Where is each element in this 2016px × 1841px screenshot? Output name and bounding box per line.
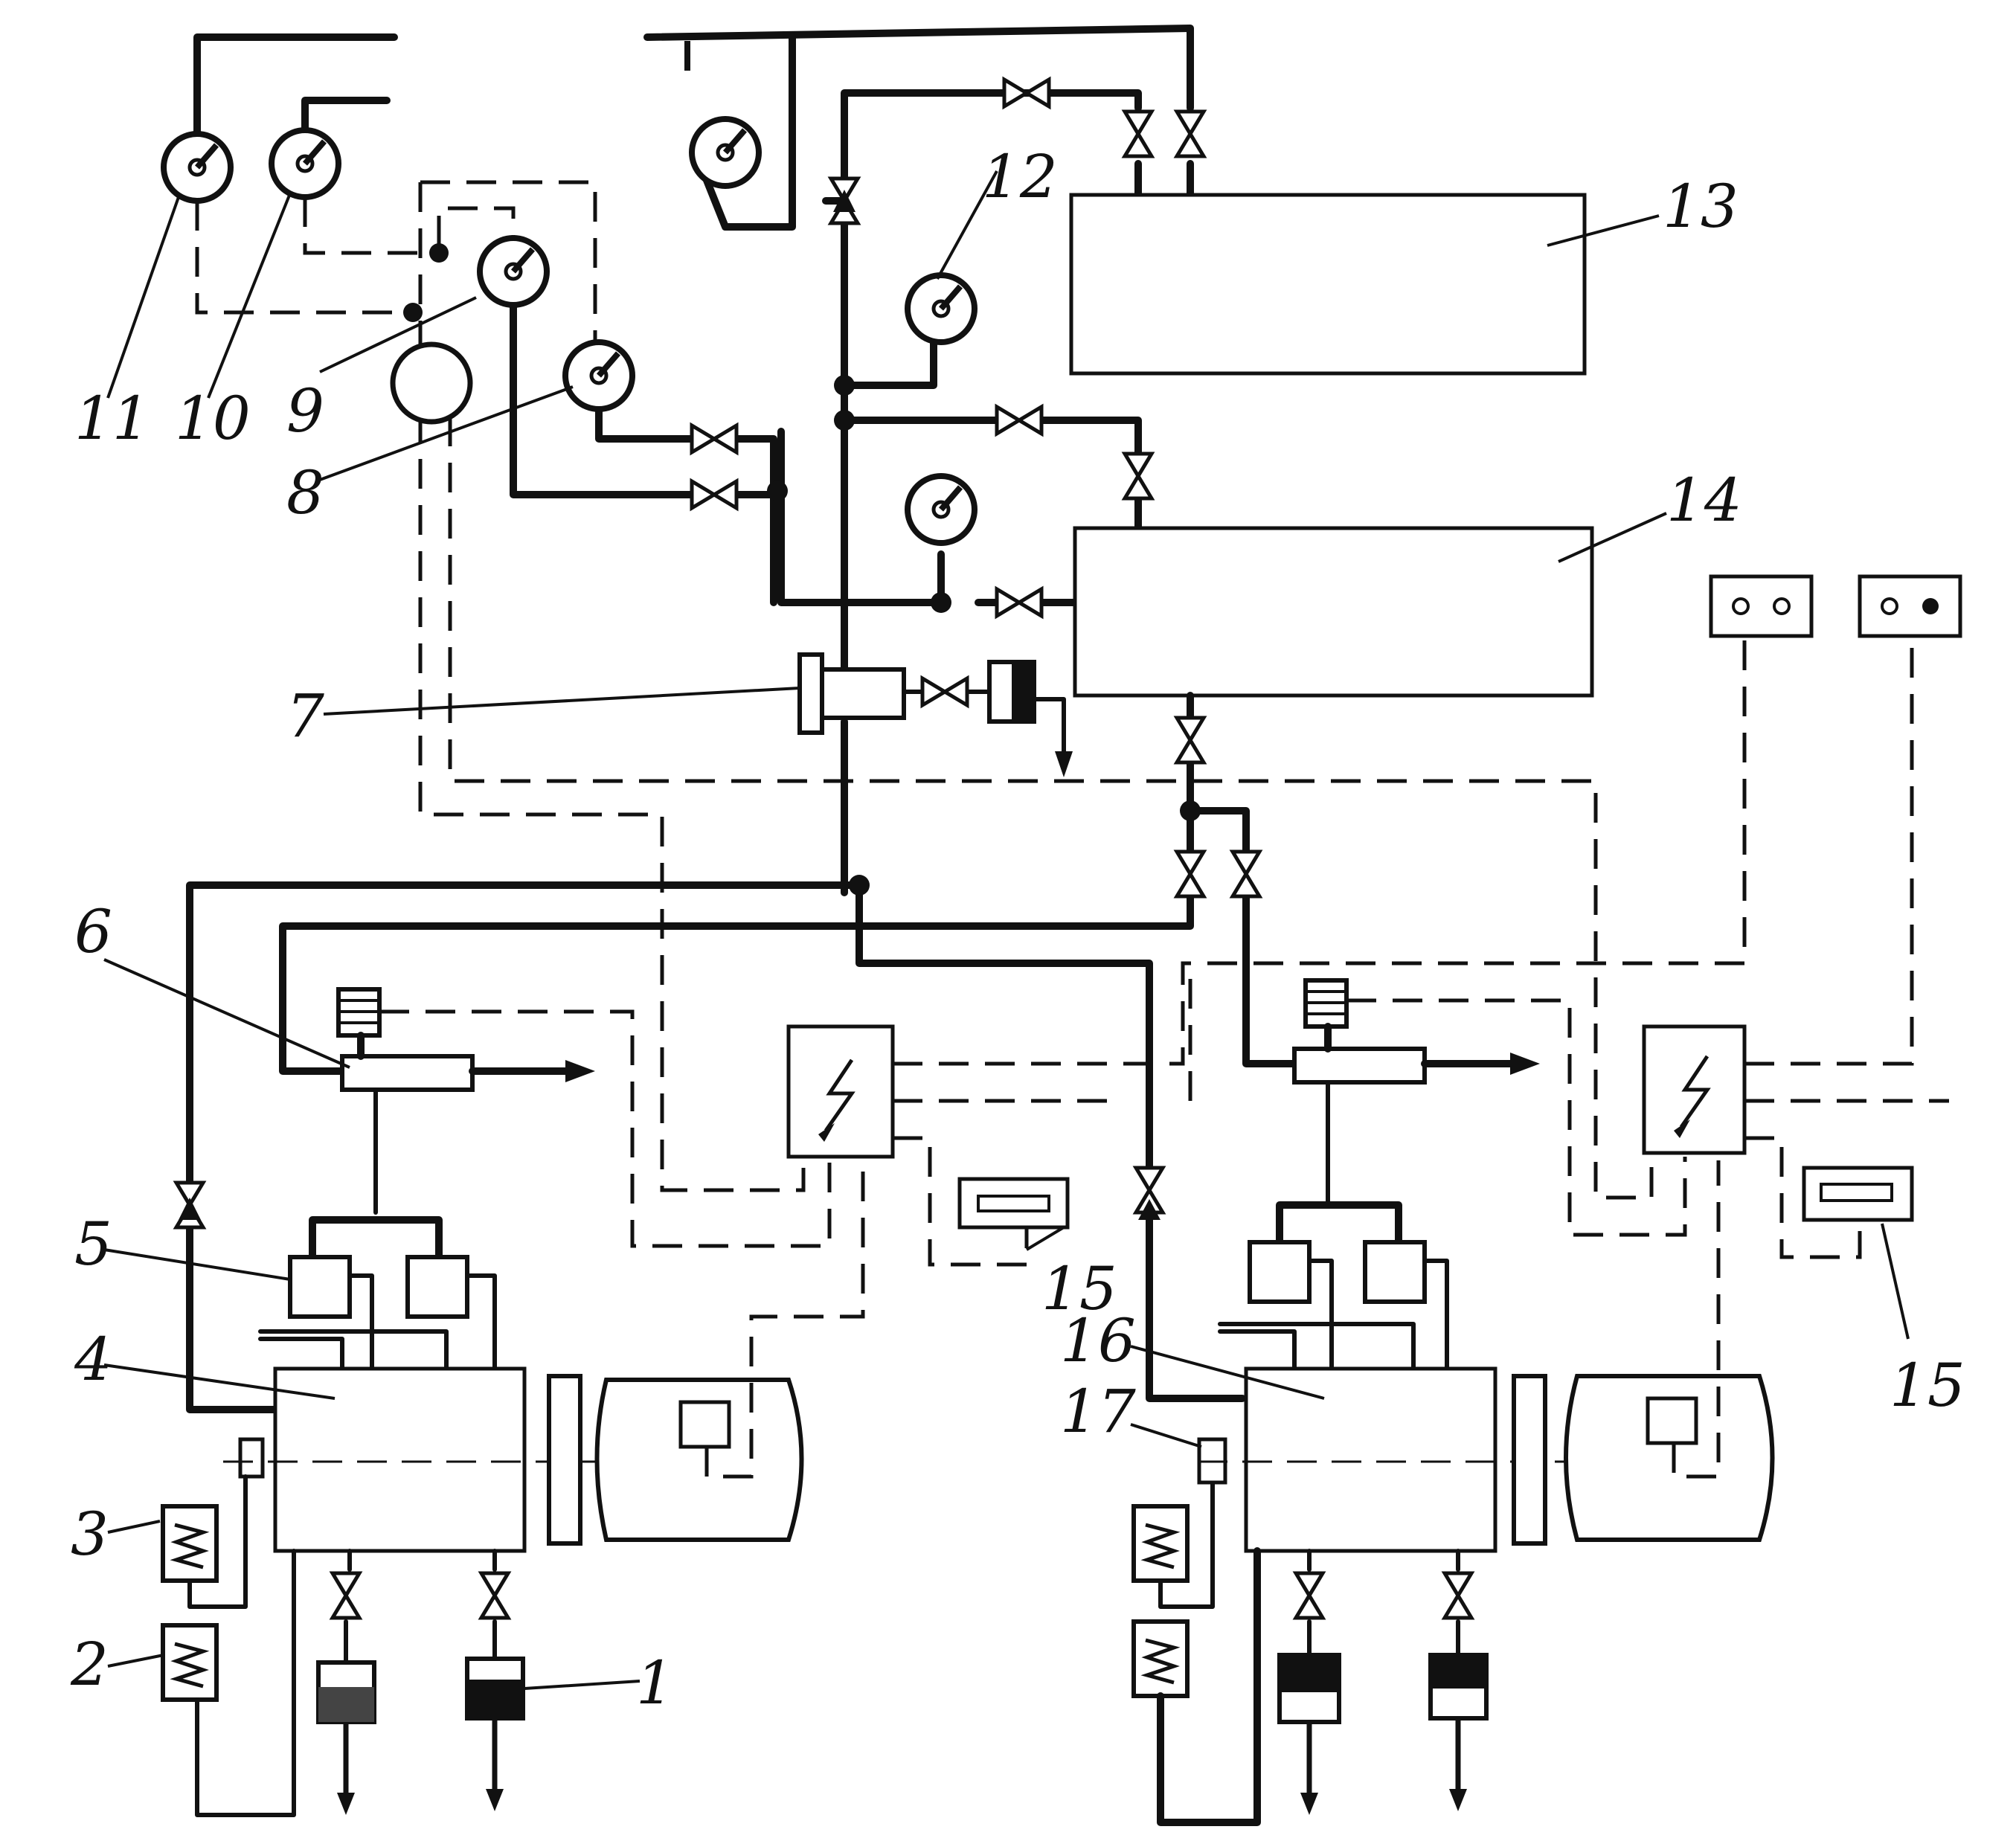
gauge-12-icon <box>908 275 975 342</box>
tank-13 <box>1069 193 1587 376</box>
middle-piping <box>186 692 1298 1413</box>
valve-right-branch-icon[interactable] <box>1233 852 1259 896</box>
valve-drain-r2-icon[interactable] <box>1445 1573 1471 1618</box>
indicator-panels <box>1709 574 1962 638</box>
junction <box>767 481 788 501</box>
label-7: 7 <box>286 681 324 751</box>
arrow-down-icon <box>486 1718 504 1811</box>
gauge-14-icon <box>908 476 975 543</box>
heater-2-icon <box>163 1625 216 1700</box>
leader-lines <box>103 170 1910 1690</box>
valve-mid-icon[interactable] <box>997 407 1041 434</box>
main-riser <box>777 197 1142 896</box>
junction <box>834 375 855 396</box>
junction <box>1180 800 1201 821</box>
label-5: 5 <box>74 1209 112 1279</box>
valve-drain-l2-icon[interactable] <box>481 1573 508 1618</box>
motor-left <box>594 1378 804 1542</box>
junction <box>403 303 423 322</box>
gauge-8-icon <box>565 342 632 409</box>
arrow-down-icon <box>337 1722 355 1815</box>
arrow-down-icon <box>1449 1718 1467 1811</box>
right-unit <box>1134 978 1775 1826</box>
label-8: 8 <box>286 458 324 527</box>
compressor-4 <box>273 1366 527 1553</box>
label-6: 6 <box>74 897 112 966</box>
heater-3-icon <box>163 1506 216 1581</box>
valve-13b-icon[interactable] <box>1177 112 1204 156</box>
gauge-10-icon <box>272 130 338 197</box>
label-4: 4 <box>74 1325 112 1394</box>
label-12: 12 <box>982 142 1058 211</box>
junction <box>834 410 855 431</box>
valve-drain-r1-icon[interactable] <box>1296 1573 1323 1618</box>
number-labels: 1 2 3 4 5 6 7 8 9 10 11 12 13 14 15 15 1… <box>70 142 1965 1718</box>
valve-8-icon[interactable] <box>692 425 736 452</box>
left-control-panel <box>379 640 1747 1267</box>
label-17: 17 <box>1060 1377 1136 1446</box>
gauge-11-icon <box>164 134 231 201</box>
junction <box>931 592 951 613</box>
junction <box>849 875 870 896</box>
valve-9-icon[interactable] <box>692 481 736 508</box>
label-13: 13 <box>1663 172 1739 241</box>
tank-14 <box>1073 526 1594 698</box>
sensor-circle-icon <box>390 341 473 425</box>
label-11: 11 <box>74 384 150 453</box>
top-piping <box>193 25 1194 231</box>
label-16: 16 <box>1060 1306 1136 1375</box>
label-15-left: 15 <box>1041 1254 1117 1323</box>
gauge-9-icon <box>480 238 547 305</box>
label-1: 1 <box>636 1648 674 1718</box>
unit-7 <box>797 652 1073 777</box>
label-9: 9 <box>286 376 324 446</box>
valve-14top-icon[interactable] <box>1125 454 1152 498</box>
motor-right <box>1564 1374 1775 1542</box>
label-2: 2 <box>70 1630 109 1699</box>
compressor-16 <box>1244 1366 1497 1553</box>
heater-right-b-icon <box>1134 1622 1187 1696</box>
valve-14side-icon[interactable] <box>997 589 1041 616</box>
valve-7-icon[interactable] <box>922 678 967 705</box>
left-unit <box>163 987 865 1817</box>
label-3: 3 <box>71 1500 109 1569</box>
gauge-lines <box>510 290 785 606</box>
label-10: 10 <box>175 384 251 453</box>
valve-14bottom-icon[interactable] <box>1177 718 1204 762</box>
valve-left-branch-icon[interactable] <box>1177 852 1204 896</box>
heater-right-a-icon <box>1134 1506 1187 1581</box>
junction <box>429 243 449 263</box>
label-15-right: 15 <box>1890 1351 1965 1420</box>
label-14: 14 <box>1666 466 1742 535</box>
valve-13a-icon[interactable] <box>1125 112 1152 156</box>
valve-drain-l1-icon[interactable] <box>333 1573 359 1618</box>
valve-top-icon[interactable] <box>1004 80 1049 106</box>
arrow-down-icon <box>1300 1722 1318 1815</box>
gauge-top-icon <box>692 119 759 186</box>
right-control-panel <box>1188 640 1949 1259</box>
